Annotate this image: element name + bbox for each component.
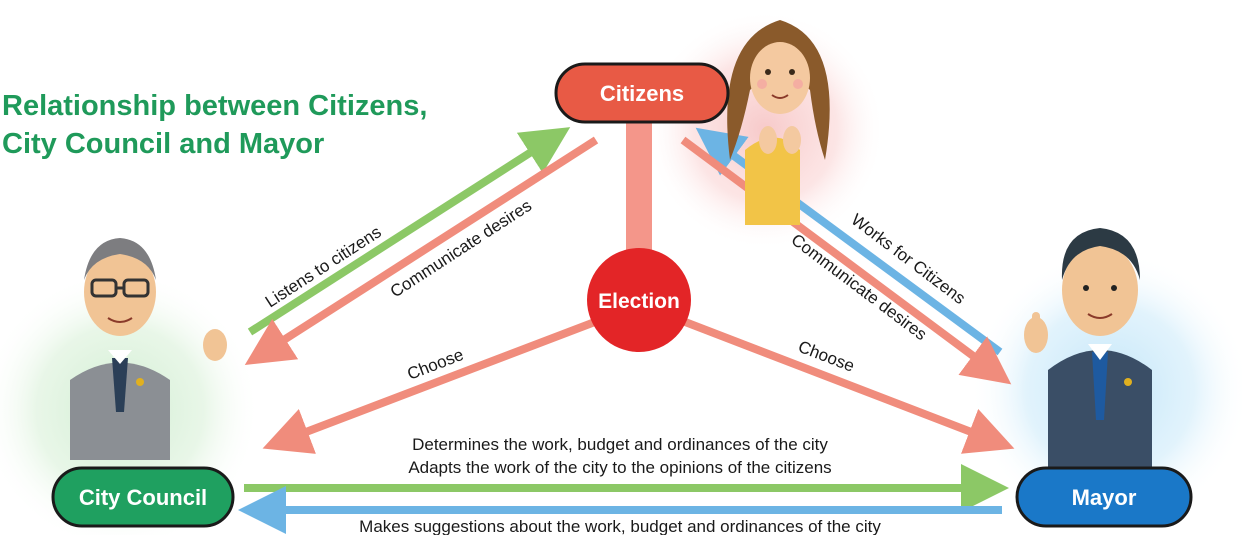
- listens-to-citizens-arrow: [247, 127, 571, 336]
- citizens-node: Citizens: [554, 62, 730, 124]
- council-to-mayor-label-line1: Determines the work, budget and ordinanc…: [412, 435, 828, 454]
- diagram-title-line1: Relationship between Citizens,: [2, 90, 427, 122]
- election-connector-bar: [626, 112, 652, 272]
- city-council-node: City Council: [51, 466, 235, 528]
- council-communicate-desires-arrow: [244, 136, 599, 365]
- woman-citizen-figure: [727, 20, 830, 225]
- mayor-node: Mayor: [1015, 466, 1193, 528]
- mayor-communicate-desires-arrow: [680, 136, 1012, 385]
- election-node: Election: [587, 248, 691, 352]
- election-label: Election: [598, 290, 680, 313]
- council-communicate-desires-label: Communicate desires: [387, 196, 535, 301]
- mayor-label: Mayor: [1072, 485, 1137, 510]
- choose-council-arrow: [262, 316, 602, 454]
- city-council-label: City Council: [79, 485, 207, 510]
- choose-mayor-arrow: [678, 316, 1015, 454]
- listens-to-citizens-label: Listens to citizens: [262, 222, 385, 311]
- mayor-figure: [1024, 228, 1152, 470]
- diagram-title-line2: City Council and Mayor: [2, 128, 324, 160]
- citizens-label: Citizens: [600, 81, 684, 106]
- council-member-figure: [70, 238, 227, 460]
- council-to-mayor-label-line2: Adapts the work of the city to the opini…: [408, 458, 831, 477]
- mayor-to-council-label: Makes suggestions about the work, budget…: [359, 517, 881, 535]
